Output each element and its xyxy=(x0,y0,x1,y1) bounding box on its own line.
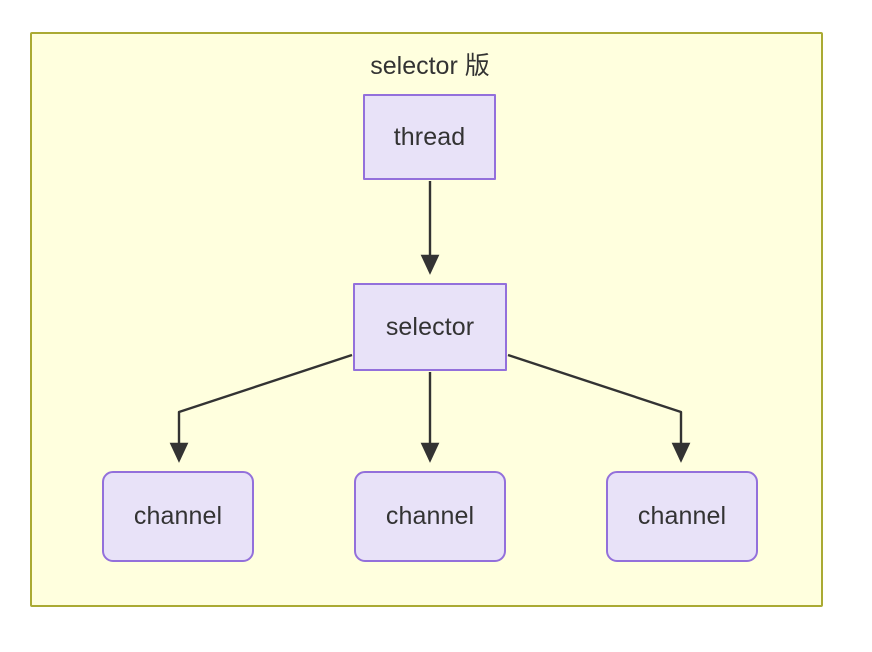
node-thread[interactable]: thread xyxy=(363,94,496,180)
node-channel-2-label: channel xyxy=(385,502,475,530)
node-channel-1[interactable]: channel xyxy=(102,471,254,562)
node-selector-label: selector xyxy=(385,312,475,341)
node-channel-3[interactable]: channel xyxy=(606,471,758,562)
node-thread-label: thread xyxy=(393,122,466,151)
node-channel-1-label: channel xyxy=(133,502,223,530)
node-channel-2[interactable]: channel xyxy=(354,471,506,562)
node-selector[interactable]: selector xyxy=(353,283,507,371)
node-channel-3-label: channel xyxy=(637,502,727,530)
subgraph-title: selector 版 xyxy=(370,52,490,80)
